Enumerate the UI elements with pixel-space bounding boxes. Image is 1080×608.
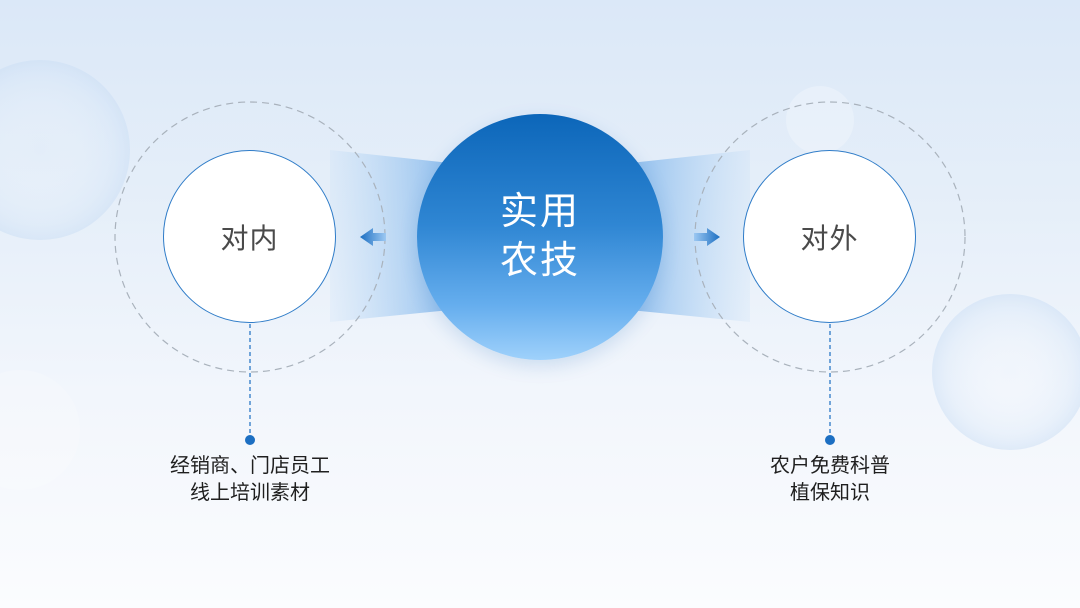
left-description-line1: 经销商、门店员工 (170, 455, 330, 477)
right-circle: 对外 (743, 150, 916, 323)
right-description-line1: 农户免费科普 (770, 455, 890, 477)
right-circle-label: 对外 (800, 222, 859, 254)
left-description: 经销商、门店员工 线上培训素材 (130, 453, 370, 507)
arrow-left-icon (360, 228, 386, 246)
right-beam (630, 150, 750, 322)
center-circle: 实用 农技 (417, 114, 663, 360)
left-circle: 对内 (163, 150, 336, 323)
center-title-line1: 实用 (499, 191, 580, 233)
decor-circle (932, 294, 1080, 450)
right-description: 农户免费科普 植保知识 (710, 453, 950, 507)
decor-circle (786, 86, 854, 154)
center-title-line2: 农技 (499, 240, 580, 282)
left-circle-label: 对内 (220, 222, 279, 254)
left-description-line2: 线上培训素材 (190, 482, 310, 504)
left-beam (330, 150, 450, 322)
arrow-right-icon (694, 228, 720, 246)
right-description-line2: 植保知识 (790, 482, 870, 504)
decor-circle (0, 370, 80, 490)
decor-circle (0, 60, 130, 240)
right-connector-dot (825, 435, 835, 445)
left-connector-dot (245, 435, 255, 445)
